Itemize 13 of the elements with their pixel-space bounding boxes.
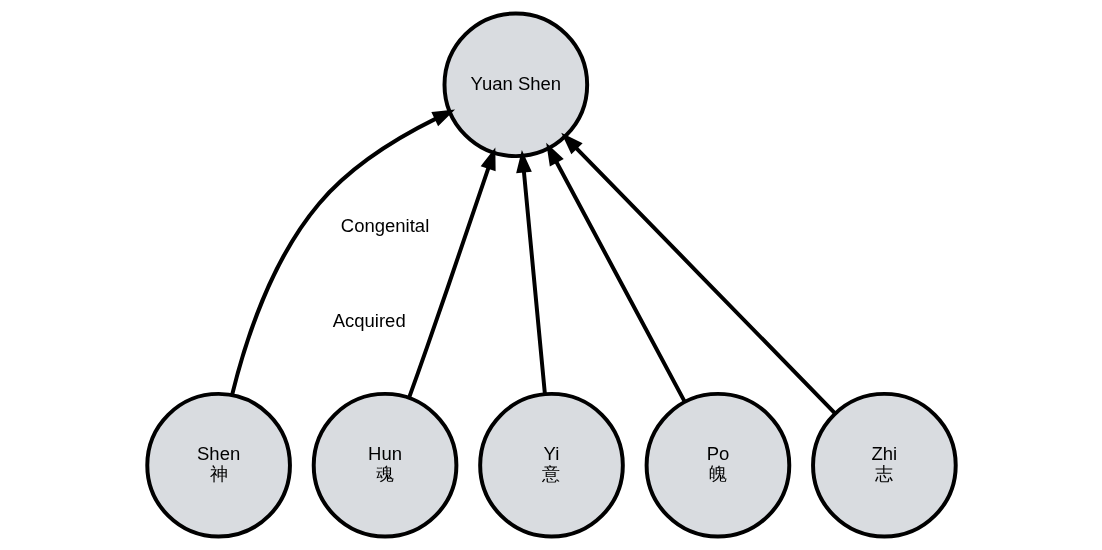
node-circle: Yuan Shen [442,11,589,159]
node-circle: Yi 意 [477,391,625,539]
arrow [560,132,836,415]
arrow [229,109,455,396]
arrow [515,150,547,395]
arrow [406,147,496,399]
node-circle: Zhi 志 [810,391,958,539]
node-circle: Shen 神 [144,391,292,539]
node-circle: Po 魄 [644,391,791,539]
label: Congenital [340,215,429,237]
label: Acquired [332,310,406,332]
arrow [545,142,687,403]
node-circle: Hun 魂 [311,391,458,539]
